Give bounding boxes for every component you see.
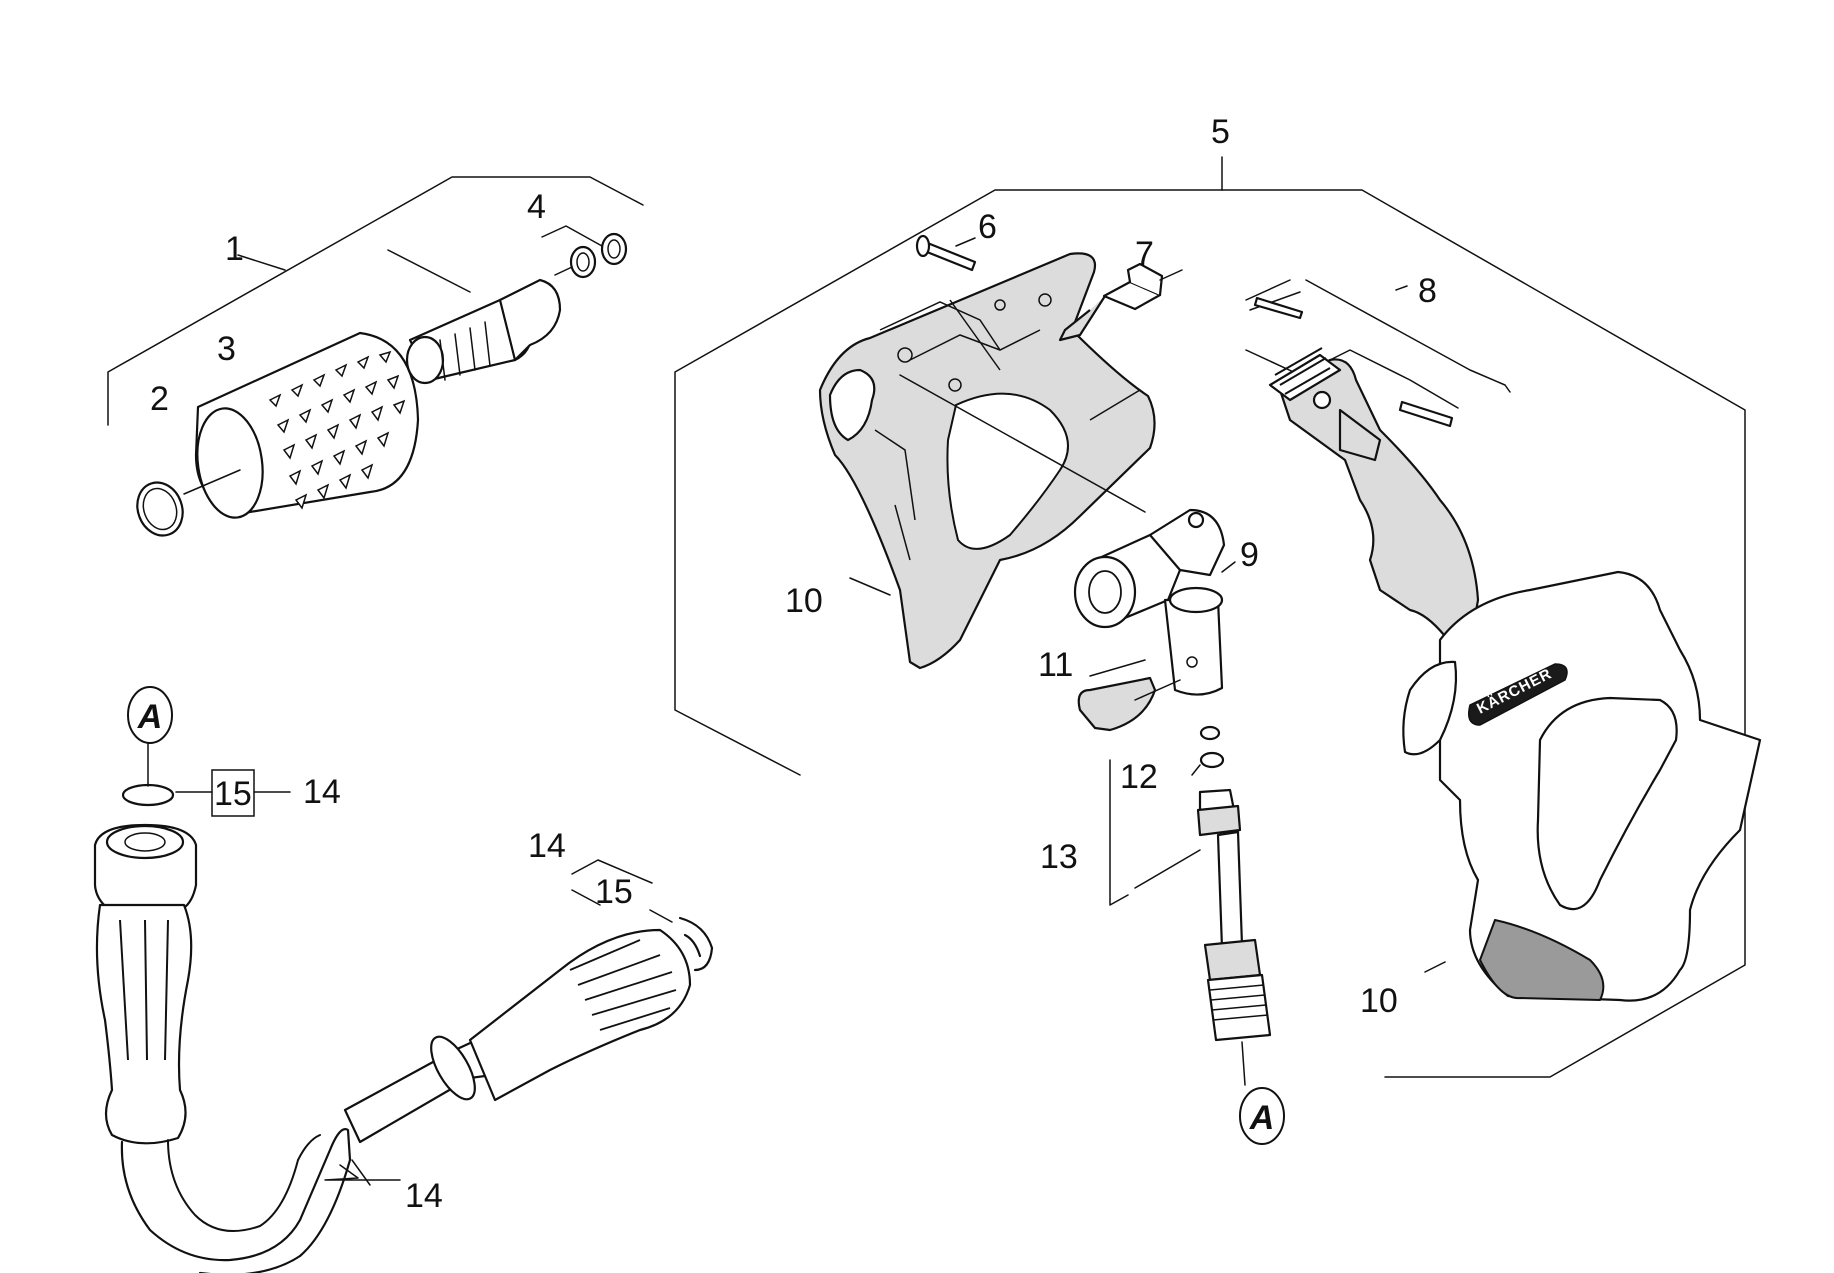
callout-labels: 1 2 3 4 5 6 7 8 9 10 10 11 12 13 14 14 1… [150,113,1437,1215]
callout-15-top: 15 [214,775,252,813]
group-5-bracket [674,189,1746,1078]
o-ring-pair [541,225,628,279]
gun-housing-group: KÄRCHER [674,156,1762,1078]
nozzle-insert [387,249,562,385]
trigger-lock [1058,262,1183,342]
callout-13: 13 [1040,838,1078,876]
callout-9: 9 [1240,536,1259,574]
hose-assembly [93,735,714,1273]
valve-seal-set [1191,725,1225,776]
filter-assembly-group [107,176,644,537]
callout-1: 1 [225,230,244,268]
valve-stem [1109,759,1272,1086]
svg-text:A: A [1249,1099,1275,1137]
callout-10-right: 10 [1360,982,1398,1020]
retaining-ring [136,469,241,537]
callout-5: 5 [1211,113,1230,151]
callout-12: 12 [1120,758,1158,796]
hose-bracket-right [571,859,653,884]
connector-a-top: A [127,686,173,744]
callout-14-bottom: 14 [405,1177,443,1215]
callout-3: 3 [217,330,236,368]
hose-o-ring-top [121,783,175,807]
svg-text:A: A [137,698,163,736]
housing-left-half [818,252,1156,670]
valve-pin [1077,659,1181,732]
callout-11: 11 [1038,646,1073,684]
housing-screw [915,234,977,272]
callout-7: 7 [1135,235,1154,273]
callout-14-right: 14 [528,827,566,865]
trigger-lever [1245,279,1511,643]
callout-14-top: 14 [303,773,341,811]
perforated-sleeve [194,331,420,519]
callout-2: 2 [150,380,169,418]
housing-right-half: KÄRCHER [1402,570,1762,1002]
group-1-bracket [107,176,644,426]
callout-10-left: 10 [785,582,823,620]
connector-a-bottom: A [1239,1087,1285,1145]
callout-15-right: 15 [595,873,633,911]
angle-fitting [1073,508,1236,696]
callout-8: 8 [1418,272,1437,310]
callout-4: 4 [527,188,546,226]
hose-o-ring-side [678,916,714,972]
callout-6: 6 [978,208,997,246]
valve-assembly [1073,508,1272,1086]
hose-callout-box [211,769,255,817]
